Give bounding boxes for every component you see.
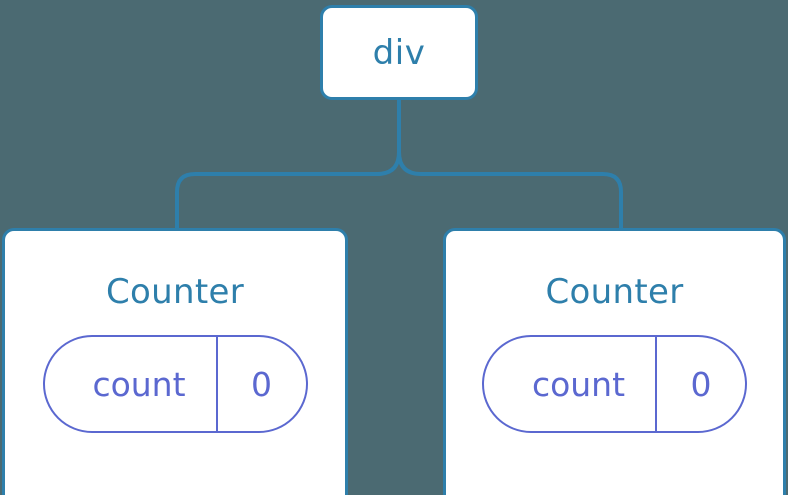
node-counter-left-title: Counter: [106, 272, 244, 312]
node-root-div[interactable]: div: [320, 5, 478, 100]
node-counter-right-title: Counter: [545, 272, 684, 312]
node-root-label: div: [372, 32, 426, 73]
connector-branch-right: [397, 98, 623, 230]
state-pill-right-key: count: [484, 337, 657, 431]
connector-branch-left: [175, 98, 401, 230]
node-counter-right[interactable]: Counter count 0: [443, 228, 786, 495]
state-pill-right[interactable]: count 0: [482, 335, 747, 433]
node-counter-left[interactable]: Counter count 0: [2, 228, 348, 495]
state-pill-left[interactable]: count 0: [42, 335, 308, 433]
state-pill-left-value: 0: [251, 364, 272, 404]
state-pill-left-key: count: [45, 337, 218, 431]
state-pill-right-value: 0: [690, 364, 712, 404]
